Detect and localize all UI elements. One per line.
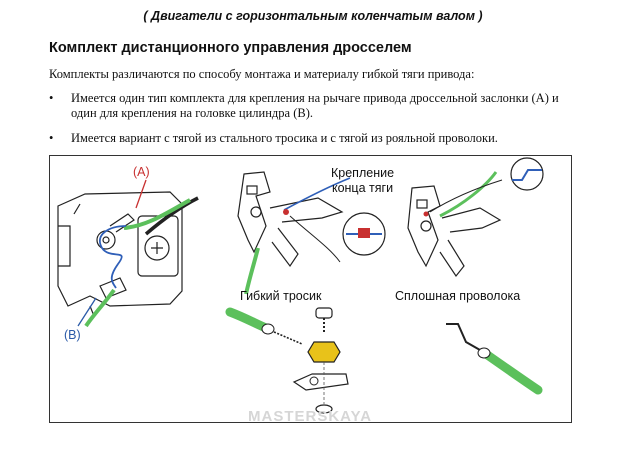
figure-drawing xyxy=(57,157,544,414)
cable-b-green xyxy=(84,288,116,328)
cable-middle-blue xyxy=(283,177,351,211)
pointer-mount xyxy=(289,215,341,263)
label-a: (A) xyxy=(133,165,150,179)
wire-detail-circle xyxy=(510,157,544,191)
bullet-text: Имеется вариант с тягой из стального тро… xyxy=(71,131,498,145)
pointer-wire xyxy=(429,179,503,213)
engine-left-illustration xyxy=(57,191,183,317)
pointer-a xyxy=(135,179,147,209)
plate-hole xyxy=(309,376,319,386)
solid-wire-ferrule xyxy=(477,347,491,359)
pointer-b xyxy=(77,297,97,327)
swivel-nut xyxy=(307,341,341,363)
section-title: Комплект дистанционного управления дросс… xyxy=(49,40,412,56)
solid-wire-sheath xyxy=(481,349,543,395)
cable-a-green xyxy=(123,198,191,230)
throttle-lever-arm xyxy=(144,196,199,236)
label-solid-wire: Сплошная проволока xyxy=(395,289,521,303)
lever-middle-illustration xyxy=(237,171,344,268)
intro-text: Комплекты различаются по способу монтажа… xyxy=(49,67,475,81)
throttle-kit-figure: (A) (B) Крепление конца тяги Гибкий трос… xyxy=(49,155,572,423)
label-b: (B) xyxy=(64,328,81,342)
cable-blue-path xyxy=(99,225,127,289)
washer-ring xyxy=(315,404,333,414)
wire-detail-bend xyxy=(512,169,542,181)
engine-type-header: ( Двигатели с горизонтальным коленчатым … xyxy=(143,9,483,23)
bullet-text: Имеется один тип комплекта для крепления… xyxy=(71,91,559,120)
lever-right-illustration xyxy=(407,185,502,278)
label-flexible-cable: Гибкий тросик xyxy=(240,289,322,303)
cable-middle-green xyxy=(244,247,260,295)
wire-right-green xyxy=(439,171,498,218)
flexible-cable-sheath xyxy=(225,307,271,333)
solid-wire-bent-end xyxy=(446,323,481,351)
label-cable-end-mount: Крепление конца тяги xyxy=(331,166,395,195)
bullet-dot: • xyxy=(49,131,54,145)
stranded-inner-cable xyxy=(273,331,303,345)
mounting-plate xyxy=(292,373,349,391)
cable-ferrule xyxy=(261,323,275,335)
watermark: MASTERSKAYA xyxy=(248,408,373,425)
cable-end-point xyxy=(283,209,289,215)
clamp-screw-head xyxy=(315,307,333,319)
mount-detail-clamp xyxy=(358,228,370,238)
bullet-dot: • xyxy=(49,91,54,105)
wire-end-point xyxy=(423,211,429,217)
